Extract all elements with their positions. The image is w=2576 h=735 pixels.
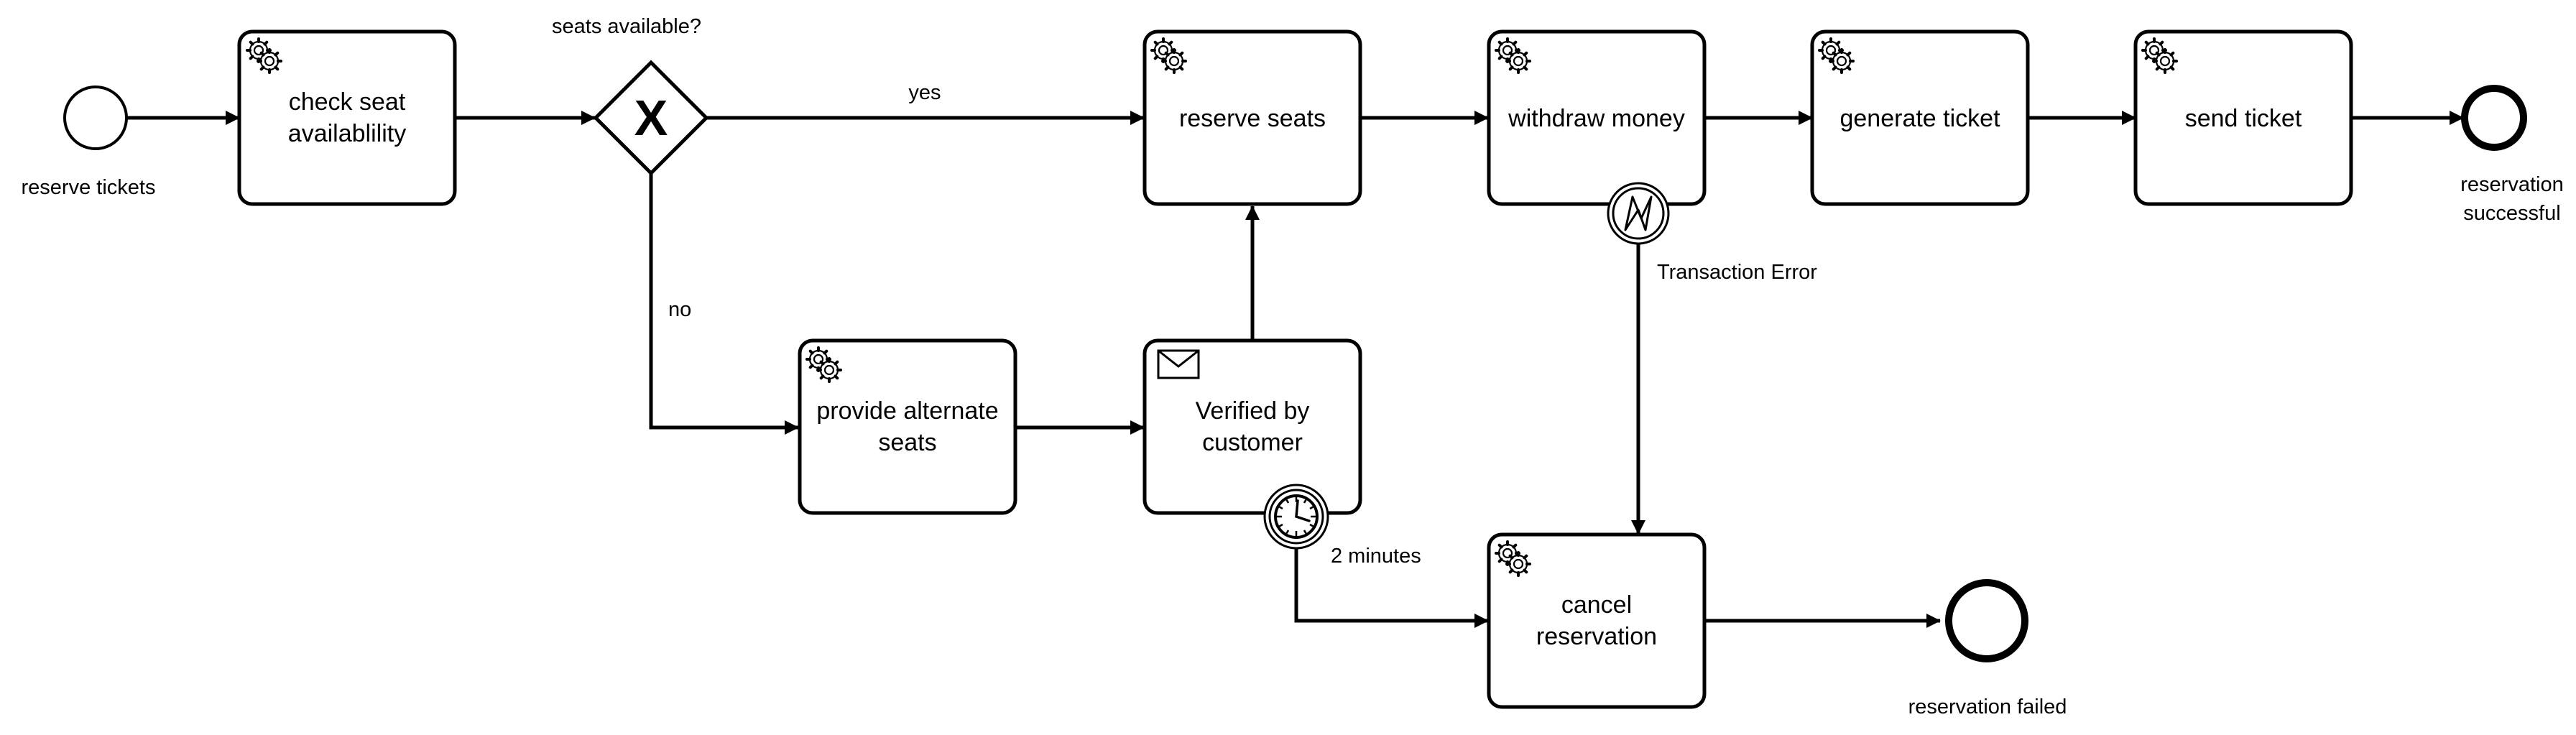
start-event[interactable] (63, 85, 128, 150)
task-generate-ticket[interactable]: generate ticket (1810, 29, 2030, 206)
end-failed-label: reservation failed (1908, 695, 2067, 718)
flow-label-yes: yes (908, 81, 941, 104)
task-label: Verified by (1196, 397, 1310, 425)
task-cancel-reservation[interactable]: cancel reservation (1487, 532, 1707, 709)
timer-boundary-event[interactable] (1263, 484, 1329, 550)
task-label: seats (878, 429, 936, 456)
task-label: generate ticket (1839, 105, 2000, 132)
task-label: check seat (289, 88, 406, 116)
task-label: withdraw money (1508, 105, 1685, 132)
end-event-failed[interactable] (1945, 579, 2028, 662)
gateway-label: seats available? (552, 15, 701, 38)
start-event-label: reserve tickets (22, 176, 156, 199)
task-label: cancel (1561, 591, 1632, 619)
task-label: reservation (1536, 623, 1657, 650)
flow-label-2-minutes: 2 minutes (1331, 545, 1421, 568)
task-label: provide alternate (816, 397, 998, 425)
flow-no (649, 172, 799, 435)
envelope-icon (1157, 349, 1200, 379)
task-verified-by-customer[interactable]: Verified by customer (1142, 338, 1362, 515)
flow-timer-to-cancel (1294, 548, 1489, 628)
task-reserve-seats[interactable]: reserve seats (1142, 29, 1362, 206)
gateway-x-icon: X (634, 90, 668, 146)
task-provide-alternate-seats[interactable]: provide alternate seats (798, 338, 1017, 515)
end-success-label: successful (2463, 202, 2560, 225)
task-withdraw-money[interactable]: withdraw money (1487, 29, 1707, 206)
exclusive-gateway[interactable]: X (593, 60, 709, 176)
task-label: availablility (288, 120, 406, 147)
error-boundary-event[interactable] (1607, 182, 1670, 245)
task-label: customer (1202, 429, 1303, 456)
end-success-label: reservation (2460, 173, 2563, 196)
end-event-success[interactable] (2461, 85, 2527, 151)
flow-label-no: no (668, 298, 691, 321)
task-label: reserve seats (1179, 105, 1326, 132)
lightning-icon (1624, 195, 1653, 231)
clock-icon (1274, 494, 1319, 539)
task-send-ticket[interactable]: send ticket (2133, 29, 2353, 206)
task-check-seat-availability[interactable]: check seat availablility (237, 29, 457, 206)
flow-label-transaction-error: Transaction Error (1657, 261, 1817, 284)
task-label: send ticket (2185, 105, 2302, 132)
